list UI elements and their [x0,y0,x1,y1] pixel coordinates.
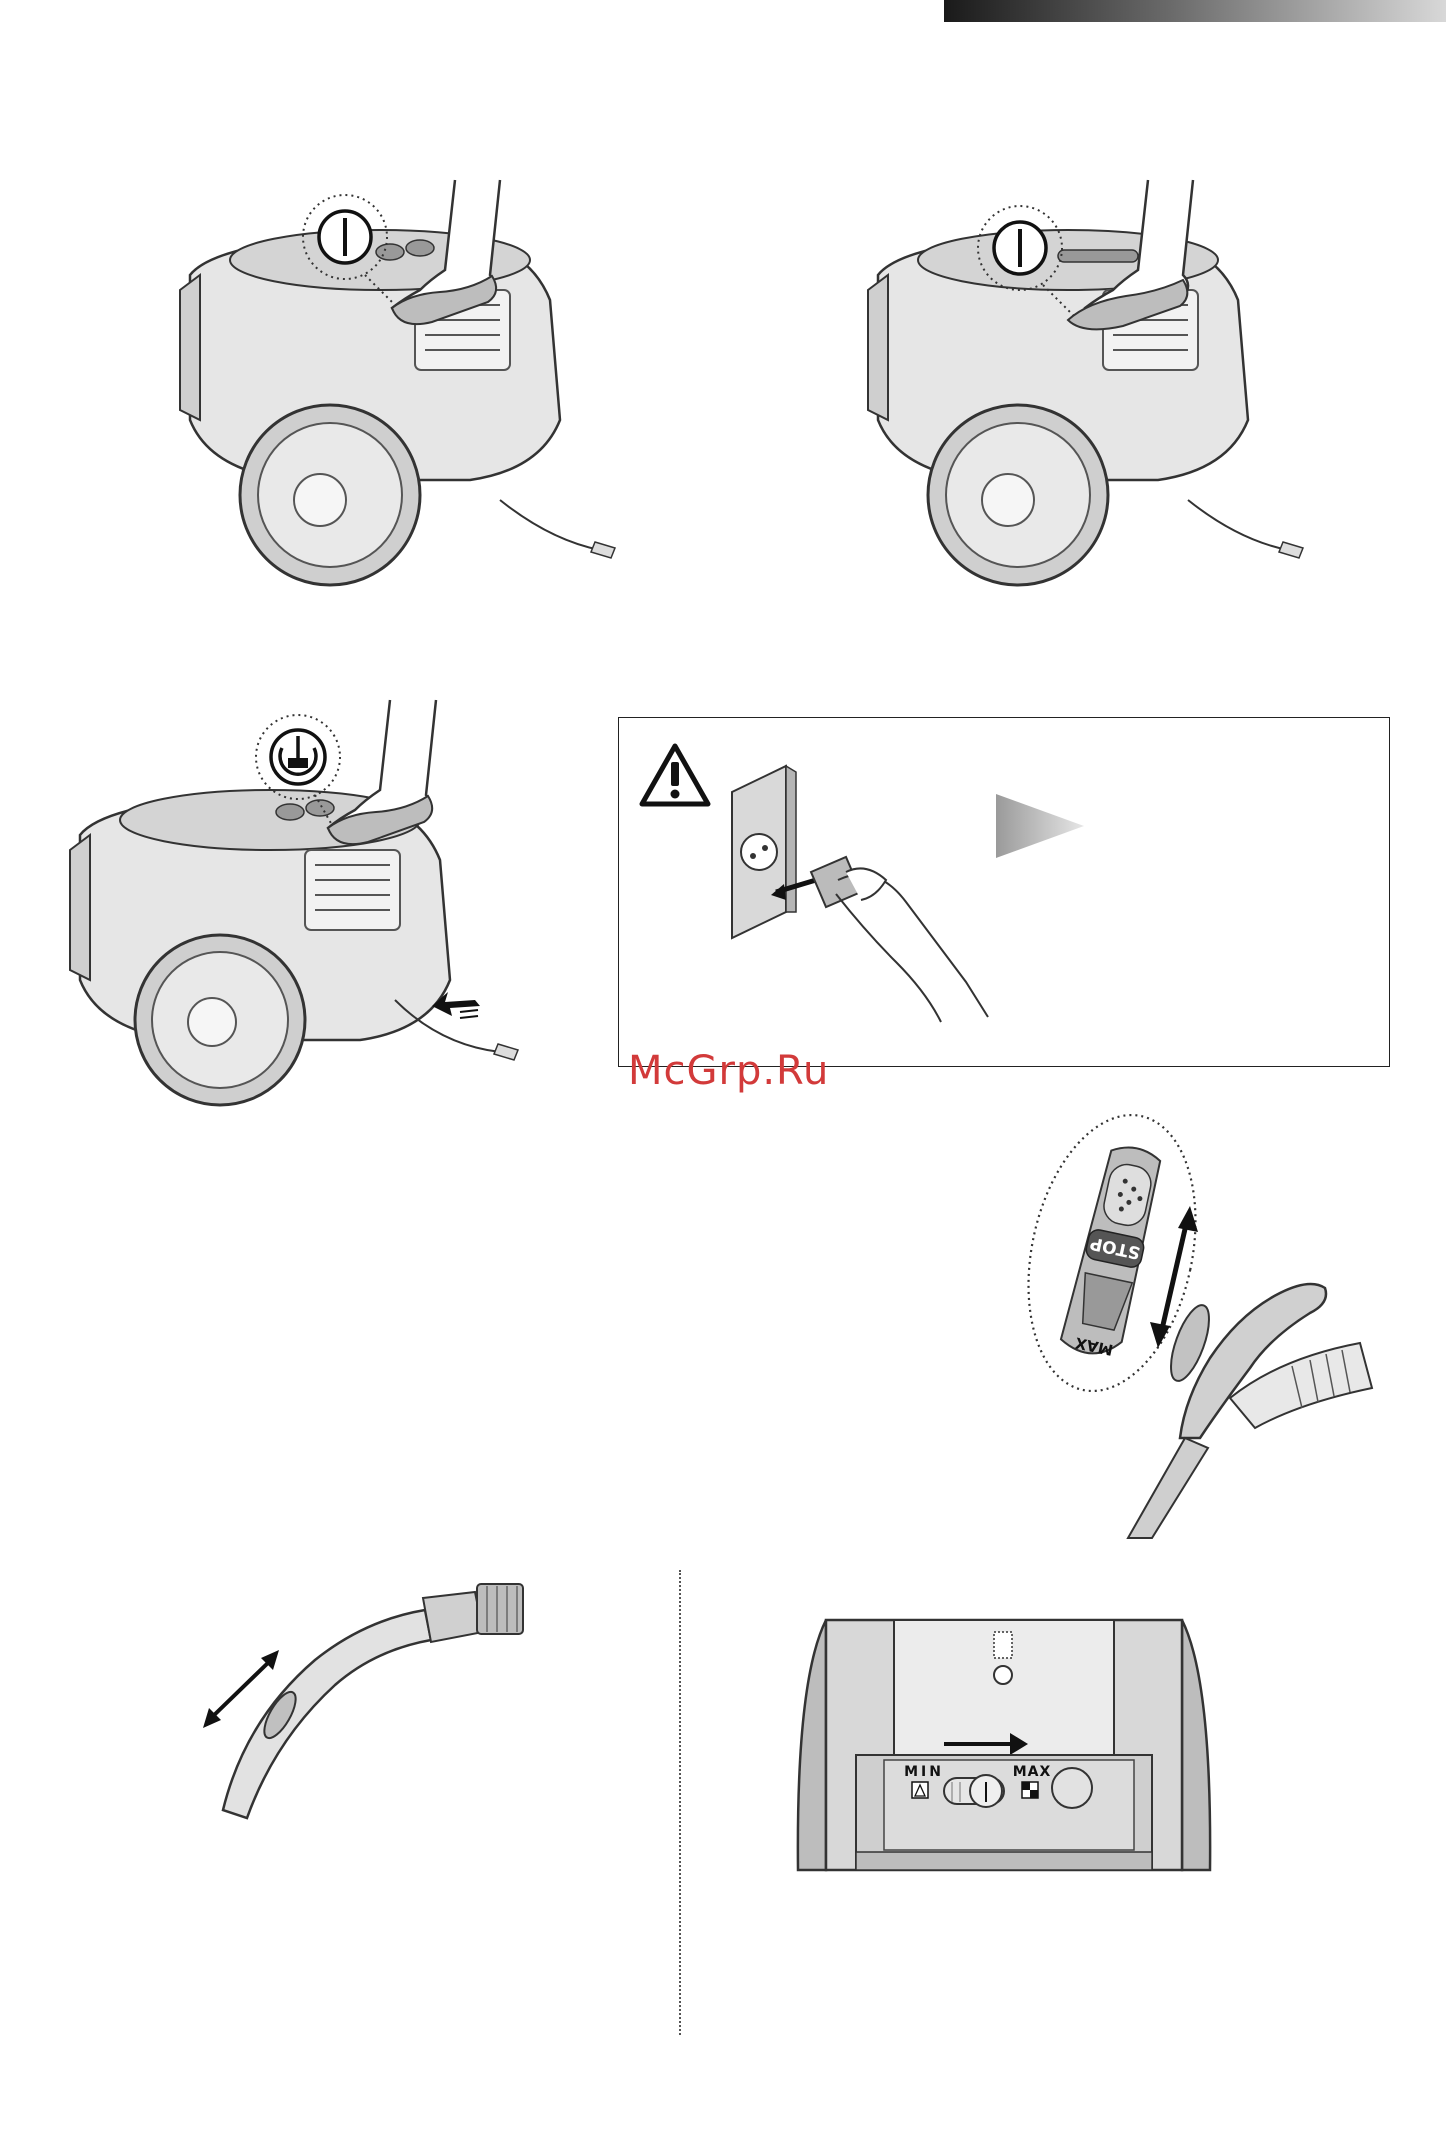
curved-wand-illustration [195,1570,535,1830]
watermark-text: McGrp.Ru [628,1048,829,1094]
vacuum-power-on-illustration-1 [170,180,650,610]
unplug-from-socket-illustration [726,762,986,1047]
column-divider [679,1570,681,2035]
vacuum-cord-rewind-illustration [60,700,540,1120]
header-gradient-bar [944,0,1446,22]
power-dial-illustration: MIN MAX [796,1620,1212,1870]
play-arrow-icon [994,792,1086,860]
dial-min-label: MIN [904,1764,944,1780]
warning-triangle-icon [638,742,712,808]
dial-max-label: MAX [1013,1764,1052,1780]
vacuum-power-on-illustration-2 [858,180,1338,610]
handle-suction-control-illustration: STOP MAX [1020,1108,1380,1538]
